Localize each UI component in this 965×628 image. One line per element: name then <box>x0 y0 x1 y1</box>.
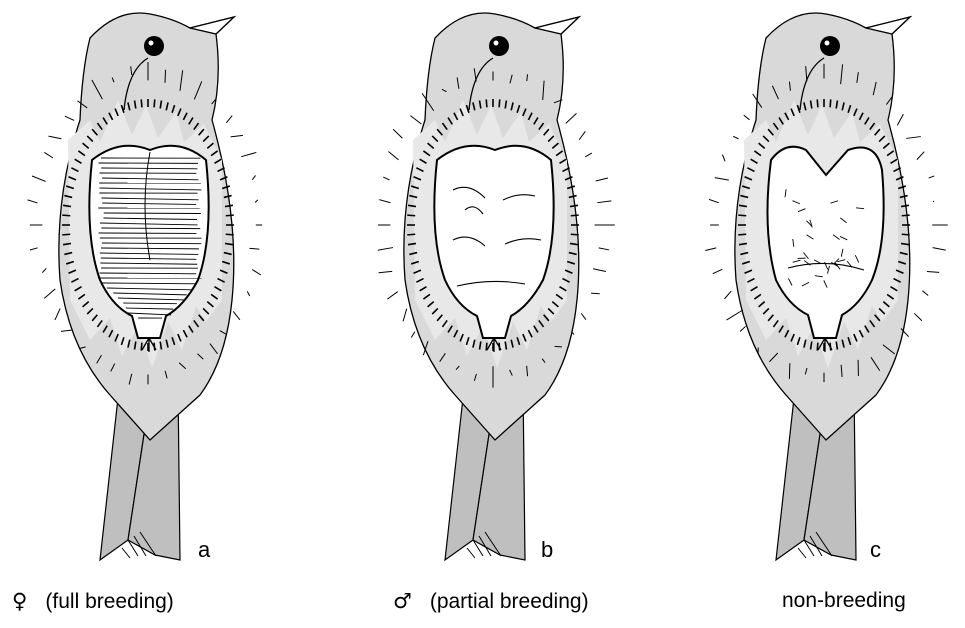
caption-a-text: (full breeding) <box>45 590 173 613</box>
feather-tick <box>411 332 415 338</box>
feather-tick <box>252 270 261 275</box>
feather-tick <box>579 131 585 139</box>
feather-tick <box>571 215 579 216</box>
feather-tick <box>403 309 407 322</box>
feather-tick <box>740 326 745 331</box>
feather-tick <box>62 234 70 235</box>
feather-tick <box>30 248 38 250</box>
eye <box>820 36 840 56</box>
feather-tick <box>387 292 397 300</box>
feather-tick <box>724 291 731 299</box>
feather-tick <box>141 99 142 107</box>
panel-b-letter: b <box>541 537 553 562</box>
feather-tick <box>599 248 609 250</box>
feather-tick <box>410 116 421 124</box>
feather-tick <box>830 99 831 107</box>
caption-b-text: (partial breeding) <box>430 590 589 613</box>
feather-tick <box>738 234 746 235</box>
caption-b: ♂ (partial breeding) <box>393 589 589 614</box>
panel-b <box>378 13 615 560</box>
feather-tick <box>44 289 55 298</box>
feather-tick <box>383 177 389 180</box>
feather-tick <box>597 201 611 203</box>
feather-tick <box>407 234 415 235</box>
feather-tick <box>566 113 577 123</box>
female-symbol: ♀ <box>12 589 27 613</box>
feather-tick <box>226 234 234 235</box>
feather-tick <box>231 135 243 136</box>
feather-tick <box>42 268 46 272</box>
feather-tick <box>28 200 38 203</box>
feather-tick <box>62 215 70 216</box>
feather-tick <box>247 291 249 296</box>
eye-highlight <box>494 41 499 46</box>
feather-tick <box>733 136 738 139</box>
feather-tick <box>581 313 586 319</box>
feather-tick <box>379 200 390 203</box>
feather-tick <box>393 129 402 138</box>
panel-a-letter: a <box>198 537 211 562</box>
feather-tick <box>249 248 259 249</box>
feather-tick <box>55 309 60 320</box>
feather-tick <box>255 200 258 203</box>
feather-tick <box>933 248 946 250</box>
feather-tick <box>585 153 592 157</box>
eye <box>144 36 164 56</box>
hatch-line <box>101 228 200 229</box>
feather-tick <box>596 178 608 181</box>
feather-tick <box>917 152 924 160</box>
feather-tick <box>593 269 606 272</box>
feather-tick <box>817 99 818 107</box>
feather-tick <box>902 215 910 216</box>
eye <box>489 36 509 56</box>
feather-tick <box>44 152 52 157</box>
feather-tick <box>555 346 562 347</box>
feather-tick <box>738 215 746 216</box>
caption-c: non-breeding <box>782 589 906 613</box>
feather-tick <box>65 116 74 120</box>
feather-tick <box>486 99 487 107</box>
feather-tick <box>897 114 903 125</box>
caption-c-text: non-breeding <box>782 589 906 612</box>
feather-tick <box>233 311 240 319</box>
feather-tick <box>591 293 600 294</box>
feather-tick <box>241 152 256 156</box>
feather-tick <box>379 271 393 272</box>
eye-highlight <box>149 41 154 46</box>
male-symbol: ♂ <box>393 589 412 613</box>
feather-tick <box>226 116 232 123</box>
feather-tick <box>252 175 255 179</box>
feather-tick <box>48 136 61 139</box>
feather-tick <box>226 215 234 216</box>
feather-tick <box>571 234 579 235</box>
feather-tick <box>154 99 155 107</box>
feather-tick <box>705 248 716 251</box>
feather-tick <box>378 248 393 251</box>
eye-highlight <box>825 41 830 46</box>
feather-tick <box>388 151 398 159</box>
feather-tick <box>927 271 939 272</box>
feather-tick <box>906 137 921 139</box>
feather-tick <box>722 155 725 162</box>
feather-tick <box>922 291 928 296</box>
feather-tick <box>165 70 166 83</box>
feather-tick <box>61 330 71 331</box>
panel-c-letter: c <box>870 537 881 562</box>
feather-tick <box>407 215 415 216</box>
feather-tick <box>499 99 500 107</box>
panel-c <box>705 13 947 560</box>
caption-a: ♀ (full breeding) <box>12 589 174 614</box>
feather-tick <box>744 115 750 120</box>
feather-tick <box>727 310 743 320</box>
feather-tick <box>713 269 723 273</box>
feather-tick <box>902 234 910 235</box>
feather-tick <box>715 178 729 181</box>
feather-tick <box>929 176 935 178</box>
feather-tick <box>914 313 922 320</box>
feather-tick <box>933 201 934 202</box>
feather-tick <box>32 176 46 181</box>
feather-tick <box>709 199 719 202</box>
panel-a <box>28 13 263 560</box>
